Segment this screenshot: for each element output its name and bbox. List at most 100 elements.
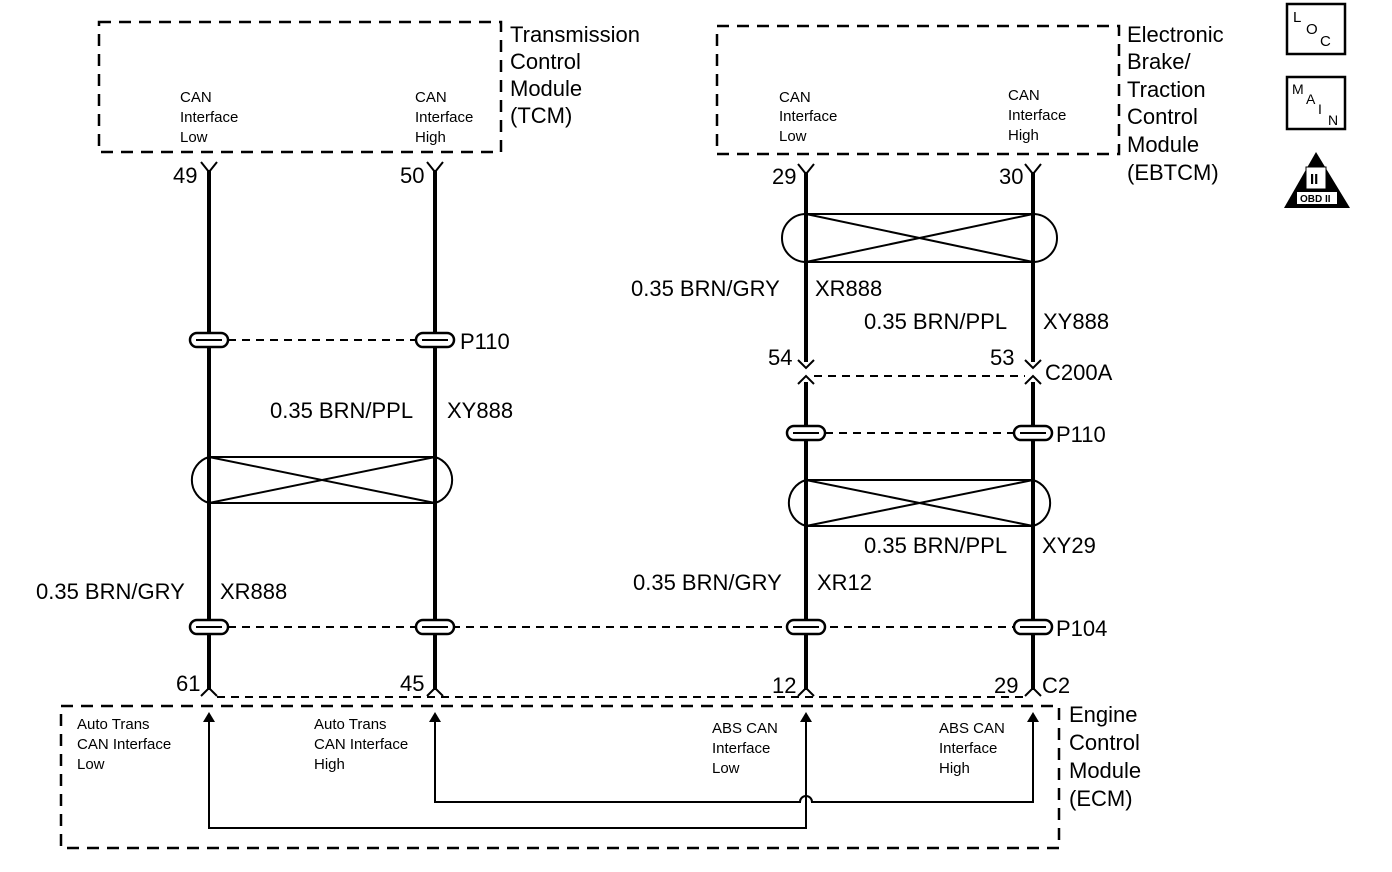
twisted-pair-left [190, 456, 454, 504]
ebtcm-title-line-3: Traction [1127, 77, 1206, 102]
arrow-up-61 [203, 712, 215, 722]
loc-icon-frame [1285, 2, 1347, 56]
c200a-pin-54-female [797, 374, 815, 385]
twist-cross-b [805, 213, 1034, 263]
ecm-title-line-3: Module [1069, 758, 1141, 783]
tcm-title-line-2: Control [510, 49, 581, 74]
c200a-pin-53-female [1024, 374, 1042, 385]
twist-cross-b [805, 479, 1034, 527]
ebtcm-pin-low-label-2: Interface [779, 108, 837, 125]
obd-label-box [1297, 192, 1337, 204]
ebtcm-pin-low-label-3: Low [779, 128, 807, 145]
wire-label-ebtcm-high-lower-circuit: XY29 [1042, 533, 1096, 558]
tcm-module: Transmission Control Module (TCM) CAN In… [97, 20, 640, 188]
ecm-pin-29-label-3: High [939, 760, 970, 777]
ebtcm-title-line-6: (EBTCM) [1127, 160, 1219, 185]
tcm-pin-low-label-2: Interface [180, 109, 238, 126]
tcm-title-line-1: Transmission [510, 22, 640, 47]
wire-label-ebtcm-low-upper-circuit: XR888 [815, 276, 882, 301]
tcm-pin-low-label-1: CAN [180, 89, 212, 106]
c2-pin-29 [1024, 686, 1042, 697]
main-icon-letter-a: A [1306, 91, 1316, 107]
ecm-module: Engine Control Module (ECM) Auto Trans C… [59, 702, 1141, 850]
twisted-pair-upper-right [781, 213, 1058, 263]
obd-ii-icon[interactable]: II OBD II [1284, 152, 1350, 208]
splice-p110-right: P110 [785, 422, 1106, 447]
ecm-pin-12-label-3: Low [712, 760, 740, 777]
main-icon-letter-n: N [1328, 112, 1338, 128]
splice-p104-label: P104 [1056, 616, 1107, 641]
ecm-pin-45-label-1: Auto Trans [314, 716, 387, 733]
c200a-pin-53-male [1024, 359, 1042, 370]
ecm-pin-45-number: 45 [400, 671, 424, 696]
c2-pin-45 [426, 686, 444, 697]
ecm-internal-low-bus [208, 716, 807, 829]
twist-cross-b [208, 456, 436, 504]
module-terminals [200, 161, 1042, 176]
ecm-title-line-1: Engine [1069, 702, 1138, 727]
main-icon-letter-m: M [1292, 81, 1304, 97]
ecm-pin-29-label-1: ABS CAN [939, 720, 1005, 737]
ecm-internal-high-bus [434, 716, 1034, 803]
c200a-pin-low-number: 54 [768, 345, 792, 370]
tcm-title-line-3: Module [510, 76, 582, 101]
ecm-pin-12-label-2: Interface [712, 740, 770, 757]
ecm-title-line-4: (ECM) [1069, 786, 1133, 811]
ecm-connector-c2: 61 45 12 29 C2 [176, 671, 1070, 698]
wire-label-tcm-high-circuit: XY888 [447, 398, 513, 423]
connector-c200a: 54 53 C200A [768, 345, 1113, 385]
c2-connector-name: C2 [1042, 673, 1070, 698]
ebtcm-pin-low-number: 29 [772, 164, 796, 189]
tcm-title-line-4: (TCM) [510, 103, 572, 128]
ebtcm-title-line-2: Brake/ [1127, 49, 1191, 74]
ebtcm-pin-high-number: 30 [999, 164, 1023, 189]
loc-icon-letter-l: L [1293, 9, 1301, 26]
c200a-pin-high-number: 53 [990, 345, 1014, 370]
wire-label-ebtcm-low-lower-circuit: XR12 [817, 570, 872, 595]
ecm-pin-61-label-2: CAN Interface [77, 736, 171, 753]
c2-pin-12 [797, 686, 815, 697]
obd-mark-box [1305, 166, 1327, 190]
tcm-pin-low-number: 49 [173, 163, 197, 188]
tcm-pin-high-label-3: High [415, 129, 446, 146]
splice-p110-left-label: P110 [460, 329, 510, 354]
ebtcm-title-line-1: Electronic [1127, 22, 1224, 47]
ecm-pin-29-label-2: Interface [939, 740, 997, 757]
ebtcm-title-line-4: Control [1127, 104, 1198, 129]
ebtcm-pin-high-label-2: Interface [1008, 107, 1066, 124]
splice-p110-right-label: P110 [1056, 422, 1106, 447]
arrow-up-45 [429, 712, 441, 722]
ecm-pin-61-number: 61 [176, 671, 200, 696]
ebtcm-module: Electronic Brake/ Traction Control Modul… [715, 22, 1224, 189]
ecm-pin-45-label-3: High [314, 756, 345, 773]
wires [207, 170, 1035, 690]
tcm-box [97, 20, 503, 154]
main-icon-letter-i: I [1318, 101, 1322, 117]
c200a-pin-54-male [797, 359, 815, 370]
obd-mark-text: II [1310, 171, 1318, 188]
loc-icon[interactable]: L O C [1285, 2, 1347, 56]
ecm-pin-12-number: 12 [772, 673, 796, 698]
tcm-pin-high-label-1: CAN [415, 89, 447, 106]
twisted-pair-lower-right [787, 479, 1052, 527]
c2-pin-61 [200, 686, 218, 697]
ebtcm-pin-high-label-3: High [1008, 127, 1039, 144]
main-icon-frame [1285, 75, 1347, 131]
wire-label-tcm-low-color: 0.35 BRN/GRY [36, 579, 185, 604]
wire-label-ebtcm-low-upper-color: 0.35 BRN/GRY [631, 276, 780, 301]
ebtcm-pin-low-label-1: CAN [779, 89, 811, 106]
tcm-pin-high-number: 50 [400, 163, 424, 188]
ecm-pin-29-number: 29 [994, 673, 1018, 698]
c200a-name: C200A [1045, 360, 1113, 385]
wire-label-tcm-low-circuit: XR888 [220, 579, 287, 604]
obd-label-text: OBD II [1300, 194, 1331, 205]
ecm-pin-61-label-3: Low [77, 756, 105, 773]
loc-icon-letter-c: C [1320, 33, 1331, 50]
wire-label-ebtcm-low-lower-color: 0.35 BRN/GRY [633, 570, 782, 595]
ecm-pin-61-label-1: Auto Trans [77, 716, 150, 733]
wire-label-tcm-high-color: 0.35 BRN/PPL [270, 398, 413, 423]
main-icon[interactable]: M A I N [1285, 75, 1347, 131]
wire-label-ebtcm-high-lower-color: 0.35 BRN/PPL [864, 533, 1007, 558]
ebtcm-pin-high-label-1: CAN [1008, 87, 1040, 104]
